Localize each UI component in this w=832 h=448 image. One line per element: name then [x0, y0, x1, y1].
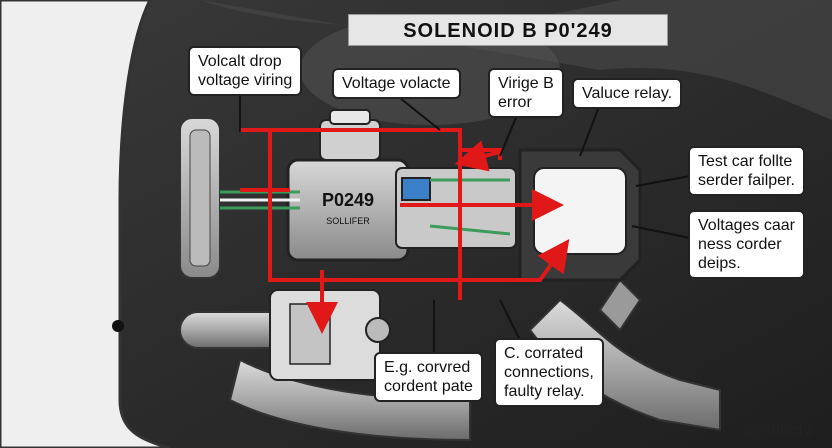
green-wire-4 [429, 224, 511, 236]
label-voltage-volacte-line-1: Voltage volacte [342, 75, 451, 92]
solenoid-body [286, 158, 410, 262]
relay-face [533, 167, 627, 255]
panel-bolt [112, 320, 124, 332]
label-c-corrated: C. corrated connections, faulty relay. [494, 338, 604, 407]
engine-shadow [200, 0, 832, 120]
diagram-title: SOLENOID B P0'249 [348, 14, 668, 46]
label-valuce-relay: Valuce relay. [572, 78, 683, 109]
label-c-corrated-line-1: C. corrated [504, 345, 584, 362]
label-test-car: Test car follte serder failper. [688, 146, 805, 196]
solenoid-cap-tab [329, 109, 371, 125]
lower-connector-knob [365, 317, 391, 343]
blue-indicator [401, 177, 431, 201]
hose-clamp [598, 278, 642, 332]
label-voltages-caar: Voltages caar ness corder deips. [688, 210, 805, 279]
label-test-car-line-2: serder failper. [698, 172, 795, 189]
label-voltages-caar-line-3: deips. [698, 255, 741, 272]
label-test-car-line-1: Test car follte [698, 153, 793, 170]
callout-line-c-corrated [499, 299, 521, 341]
callout-line-test-car [635, 175, 691, 187]
left-panel [0, 0, 171, 448]
brand-logo-text: Ssollecty [742, 422, 813, 439]
label-voltage-drop: Volcalt drop voltage viring [188, 46, 303, 96]
label-virige-error-line-2: error [498, 94, 532, 111]
module-sub-text: SOLLIFER [326, 216, 370, 226]
label-c-corrated-line-3: faulty relay. [504, 383, 585, 400]
red-wire-left-loop [240, 128, 460, 282]
label-eg-corved-line-2: cordent pate [384, 378, 473, 395]
label-c-corrated-line-2: connections, [504, 364, 594, 381]
label-voltage-volacte: Voltage volacte [332, 68, 461, 99]
label-eg-corved: E.g. corvred cordent pate [374, 352, 483, 402]
label-virige-error-line-1: Virige B [498, 75, 554, 92]
red-circuit [240, 128, 570, 334]
callout-line-voltages [631, 225, 691, 239]
label-voltages-caar-line-1: Voltages caar [698, 217, 795, 234]
callout-line-voltage-volacte [399, 97, 441, 131]
left-connector-inner [189, 129, 211, 267]
label-voltage-drop-line-1: Volcalt drop [198, 53, 282, 70]
red-wire-bottom [460, 238, 570, 282]
callout-line-valuce [579, 103, 601, 157]
label-virige-error: Virige B error [488, 68, 564, 118]
label-voltage-drop-line-2: voltage viring [198, 72, 293, 89]
module-code-text: P0249 [322, 190, 374, 210]
red-arrow-top [454, 140, 501, 172]
label-voltages-caar-line-2: ness corder [698, 236, 782, 253]
label-valuce-relay-line-1: Valuce relay. [582, 85, 673, 102]
solenoid-top-cap [319, 119, 381, 161]
label-eg-corved-line-1: E.g. corvred [384, 359, 471, 376]
